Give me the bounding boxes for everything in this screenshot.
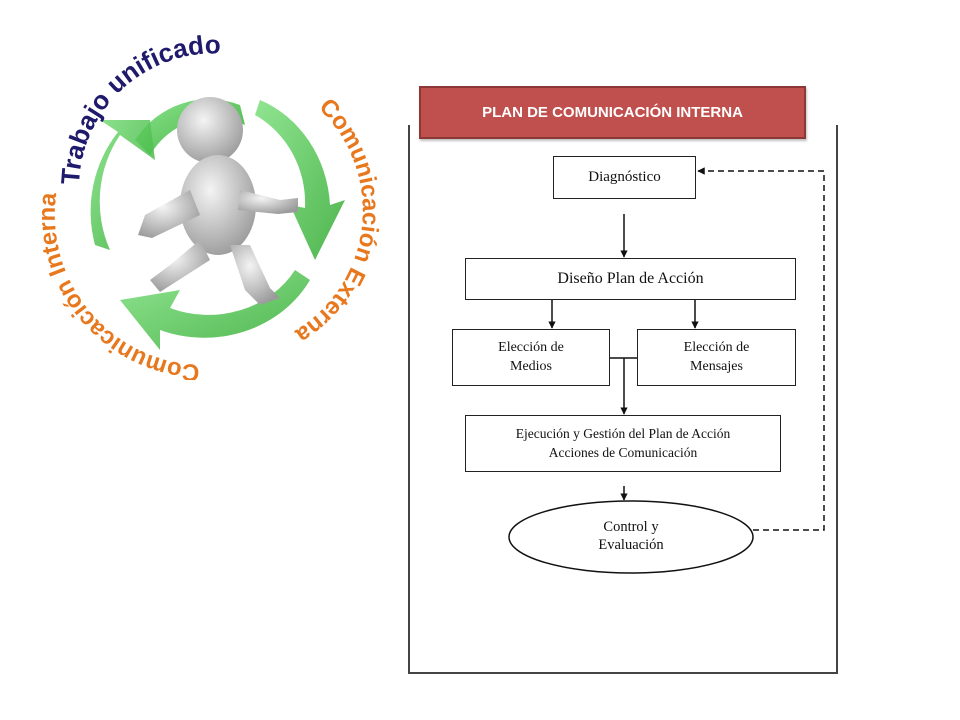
node-ejecucion-line2: Acciones de Comunicación — [548, 444, 698, 460]
node-control-line1: Control y — [603, 519, 659, 535]
node-mensajes: Elección de Mensajes — [637, 329, 796, 386]
node-mensajes-line1: Elección de — [683, 339, 750, 355]
node-medios-line1: Elección de — [498, 339, 564, 355]
logo-emblem: Trabajo unificado Comunicación Externa C… — [40, 30, 384, 380]
control-ellipse — [508, 500, 754, 574]
node-diseno: Diseño Plan de Acción — [465, 258, 796, 300]
node-diagnostico-label: Diagnóstico — [588, 169, 661, 186]
node-control: Control y Evaluación — [560, 518, 702, 554]
node-diagnostico: Diagnóstico — [553, 156, 696, 199]
node-medios: Elección de Medios — [452, 329, 610, 386]
node-ejecucion-line1: Ejecución y Gestión del Plan de Acción — [515, 426, 731, 442]
plan-title: PLAN DE COMUNICACIÓN INTERNA — [482, 104, 743, 121]
node-medios-line2: Medios — [510, 358, 552, 374]
node-ejecucion: Ejecución y Gestión del Plan de Acción A… — [465, 415, 781, 472]
node-diseno-label: Diseño Plan de Acción — [557, 270, 704, 288]
diagram-frame — [408, 125, 838, 674]
plan-title-banner: PLAN DE COMUNICACIÓN INTERNA — [419, 86, 806, 139]
running-figure-icon — [138, 97, 298, 305]
node-control-line2: Evaluación — [598, 537, 664, 554]
node-mensajes-line2: Mensajes — [690, 358, 743, 374]
feedback-dashed-arrow — [697, 167, 825, 531]
